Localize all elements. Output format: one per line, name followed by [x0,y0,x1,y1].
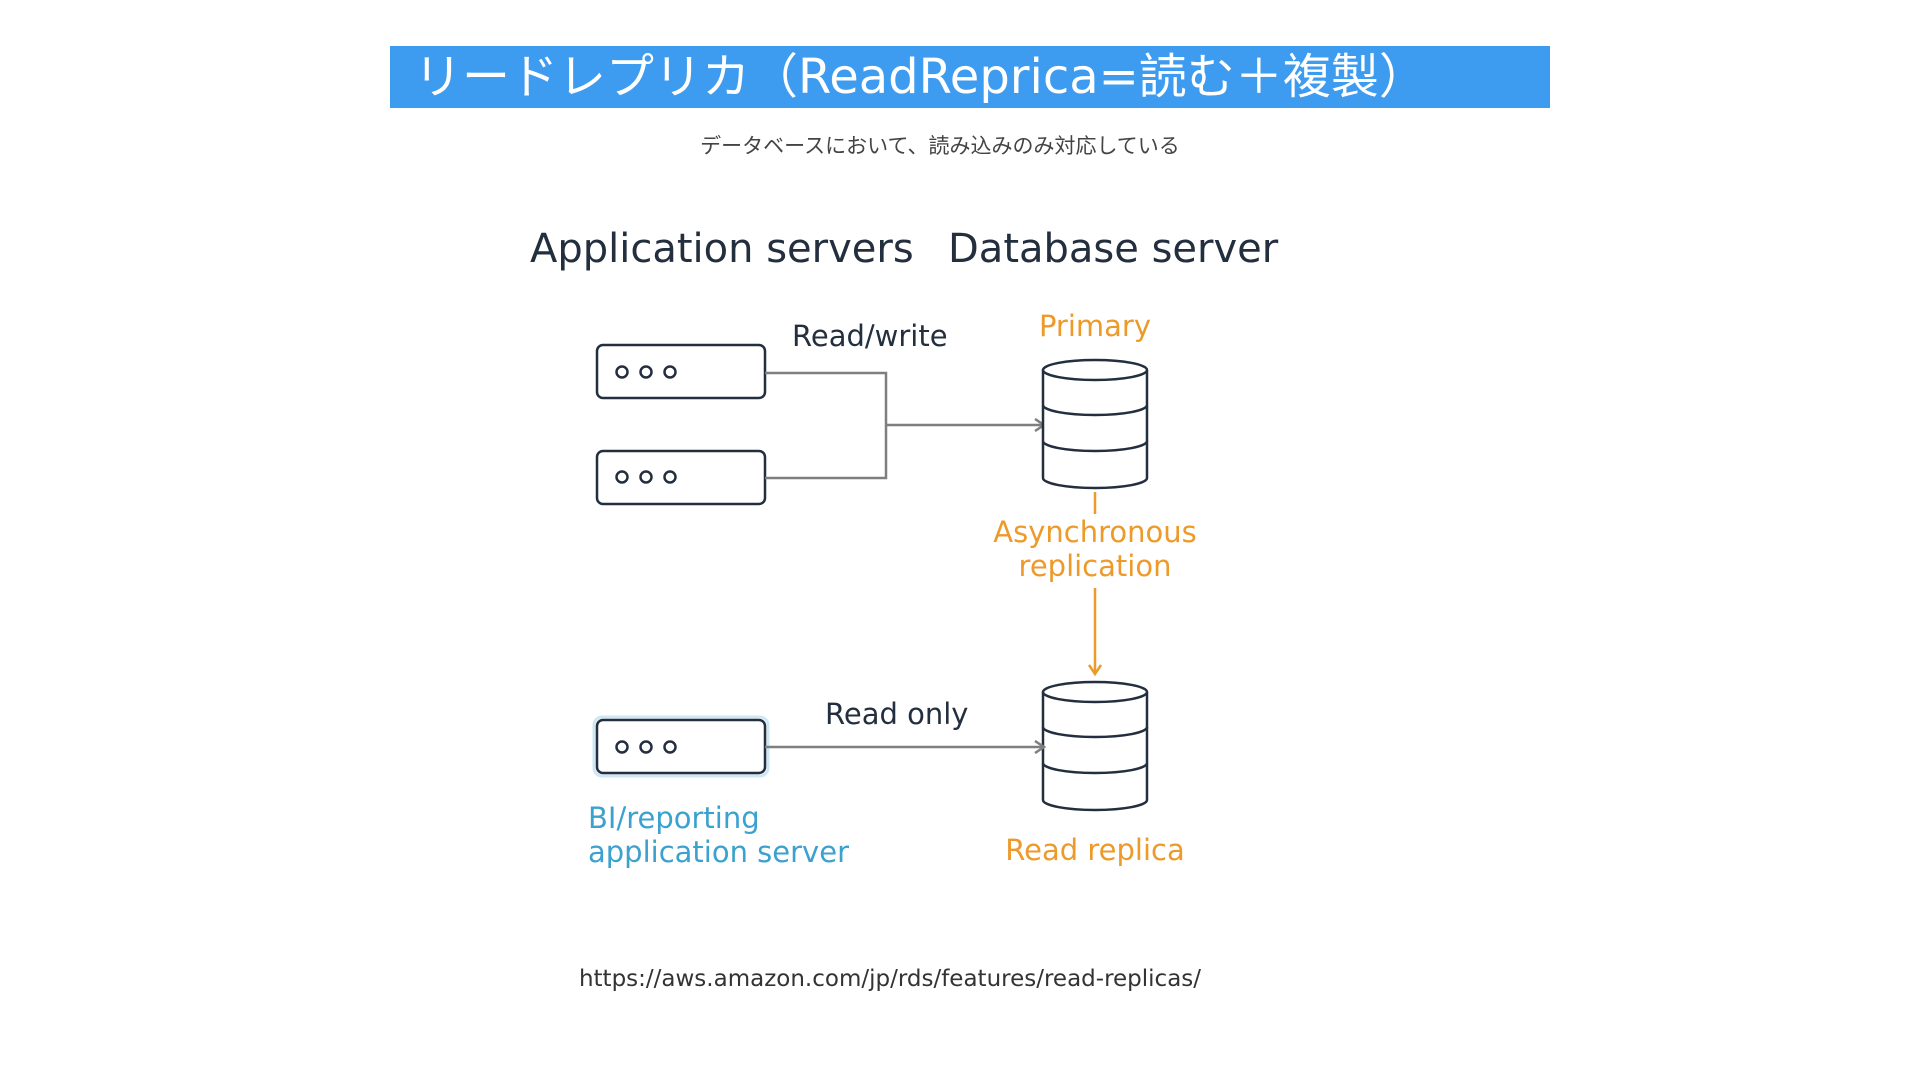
read-write-connector [765,371,1044,480]
header-database-server: Database server [948,226,1279,272]
bi-label-line1: BI/reporting [588,801,760,835]
header-application-servers: Application servers [530,226,914,272]
primary-label: Primary [1039,309,1151,343]
bi-label-line2: application server [588,835,849,869]
replication-label-line1: Asynchronous [993,515,1196,549]
read-only-label: Read only [825,697,968,731]
database-icon [1041,680,1149,812]
source-url: https://aws.amazon.com/jp/rds/features/r… [578,966,1202,992]
database-icon [1041,358,1149,490]
read-write-label: Read/write [792,319,948,353]
server-icon [595,449,767,506]
server-icon [595,343,767,400]
slide-title: リードレプリカ（ReadReprica=読む＋複製） [390,46,1550,108]
slide-subtitle: データベースにおいて、読み込みのみ対応している [700,134,1180,158]
read-replica-label: Read replica [1005,833,1184,867]
replication-label-line2: replication [1019,549,1172,583]
server-icon [592,715,770,778]
